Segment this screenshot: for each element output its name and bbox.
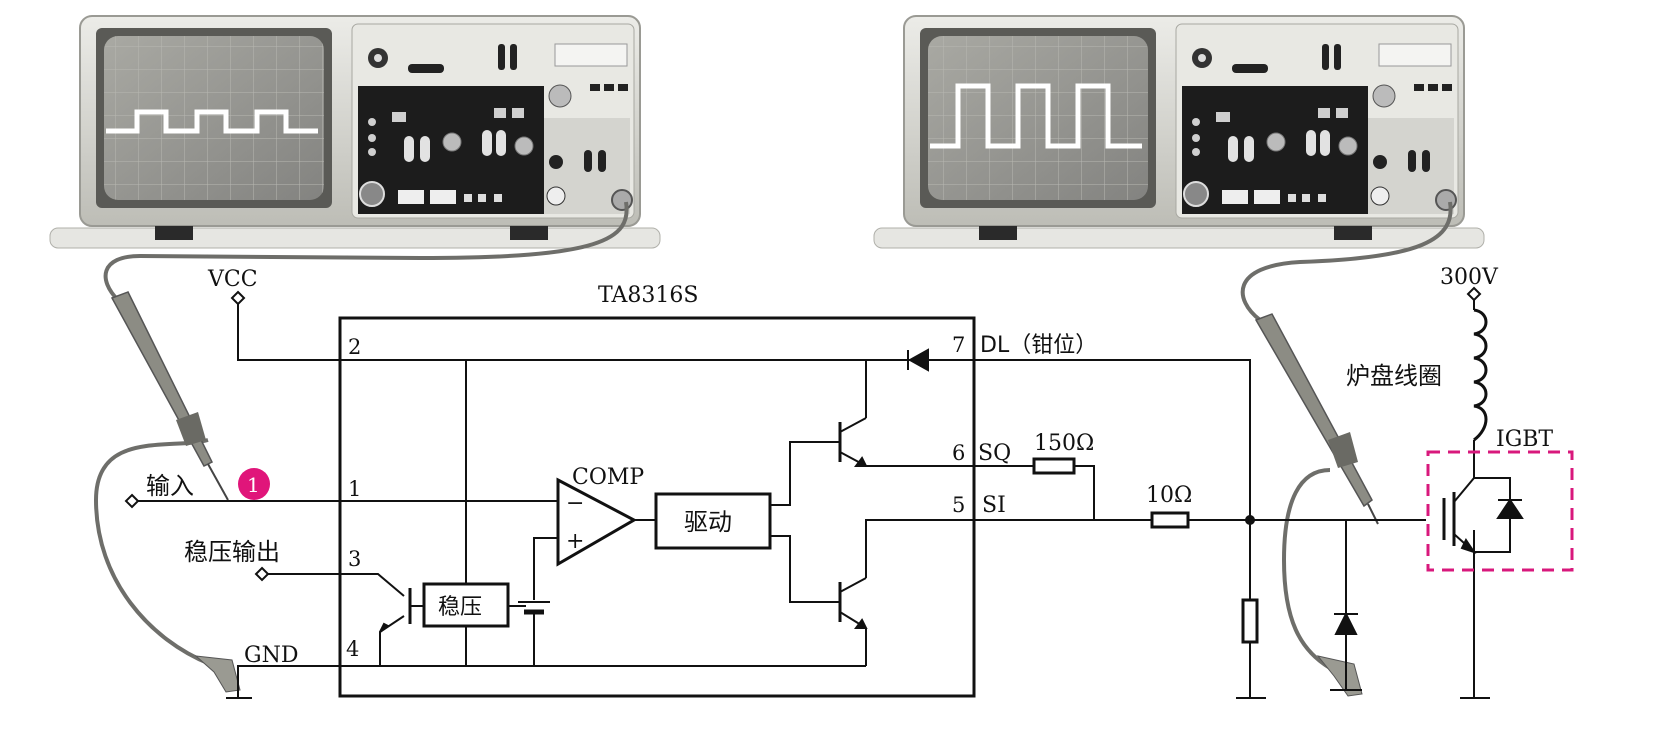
pin-2: 2 bbox=[348, 335, 361, 359]
regulator-transistor bbox=[379, 588, 412, 633]
pin-6: 6 bbox=[952, 441, 965, 465]
input-label: 输入 bbox=[146, 472, 194, 500]
probe-cable-left bbox=[93, 201, 629, 666]
ic-ta8316s bbox=[338, 316, 976, 698]
oscilloscope-right bbox=[873, 15, 1485, 249]
hv-label: 300V bbox=[1440, 265, 1499, 290]
comp-minus: − bbox=[566, 491, 584, 516]
comp-plus: + bbox=[566, 529, 584, 554]
pin-1: 1 bbox=[348, 477, 361, 501]
igbt-label: IGBT bbox=[1496, 427, 1553, 452]
output-transistor-upper bbox=[838, 417, 868, 467]
regulator-label: 稳压 bbox=[438, 595, 482, 620]
waveform-left bbox=[106, 109, 318, 134]
driver-box bbox=[654, 492, 772, 550]
pin-4: 4 bbox=[346, 637, 359, 661]
r150-label: 150Ω bbox=[1034, 431, 1094, 456]
regulator-box bbox=[422, 582, 510, 628]
pin7-label: DL（钳位） bbox=[980, 333, 1097, 358]
comparator bbox=[556, 477, 638, 567]
resistor-ground bbox=[1241, 598, 1259, 644]
input-marker-circle bbox=[238, 468, 270, 500]
pin-5: 5 bbox=[952, 493, 965, 517]
vcc-terminal bbox=[230, 290, 246, 306]
comp-label: COMP bbox=[572, 465, 644, 490]
pin-3: 3 bbox=[348, 547, 361, 571]
vcc-label: VCC bbox=[207, 267, 258, 292]
zener-diode bbox=[1334, 611, 1358, 635]
probe-left bbox=[110, 291, 241, 693]
igbt-dashed-box bbox=[1426, 450, 1574, 572]
resistor-10-ohm bbox=[1150, 511, 1190, 529]
coil-label: 炉盘线圈 bbox=[1346, 362, 1442, 390]
waveform-right bbox=[930, 83, 1142, 149]
ic-name: TA8316S bbox=[598, 283, 698, 308]
pin5-label: SI bbox=[982, 493, 1006, 518]
r10-label: 10Ω bbox=[1146, 483, 1192, 508]
reference-battery bbox=[518, 601, 550, 615]
hv-terminal bbox=[1466, 286, 1482, 302]
reg-output-terminal bbox=[254, 566, 270, 582]
pin-7: 7 bbox=[952, 333, 965, 357]
oscilloscope-left bbox=[49, 15, 661, 249]
igbt bbox=[1426, 450, 1574, 572]
reg-output-label: 稳压输出 bbox=[184, 538, 280, 566]
output-transistor-lower bbox=[838, 577, 868, 629]
pin6-label: SQ bbox=[978, 441, 1011, 466]
input-marker-number: 1 bbox=[247, 473, 260, 497]
terminals bbox=[124, 286, 1482, 582]
heating-coil bbox=[1473, 308, 1488, 442]
probe-cable-right bbox=[1240, 201, 1453, 670]
gnd-label: GND bbox=[244, 643, 298, 668]
junction-dot bbox=[1245, 515, 1255, 525]
driver-label: 驱动 bbox=[684, 508, 732, 536]
clamp-diode bbox=[907, 348, 929, 372]
input-terminal bbox=[124, 493, 140, 509]
probe-right bbox=[1254, 313, 1379, 697]
resistor-150-ohm bbox=[1032, 457, 1076, 475]
